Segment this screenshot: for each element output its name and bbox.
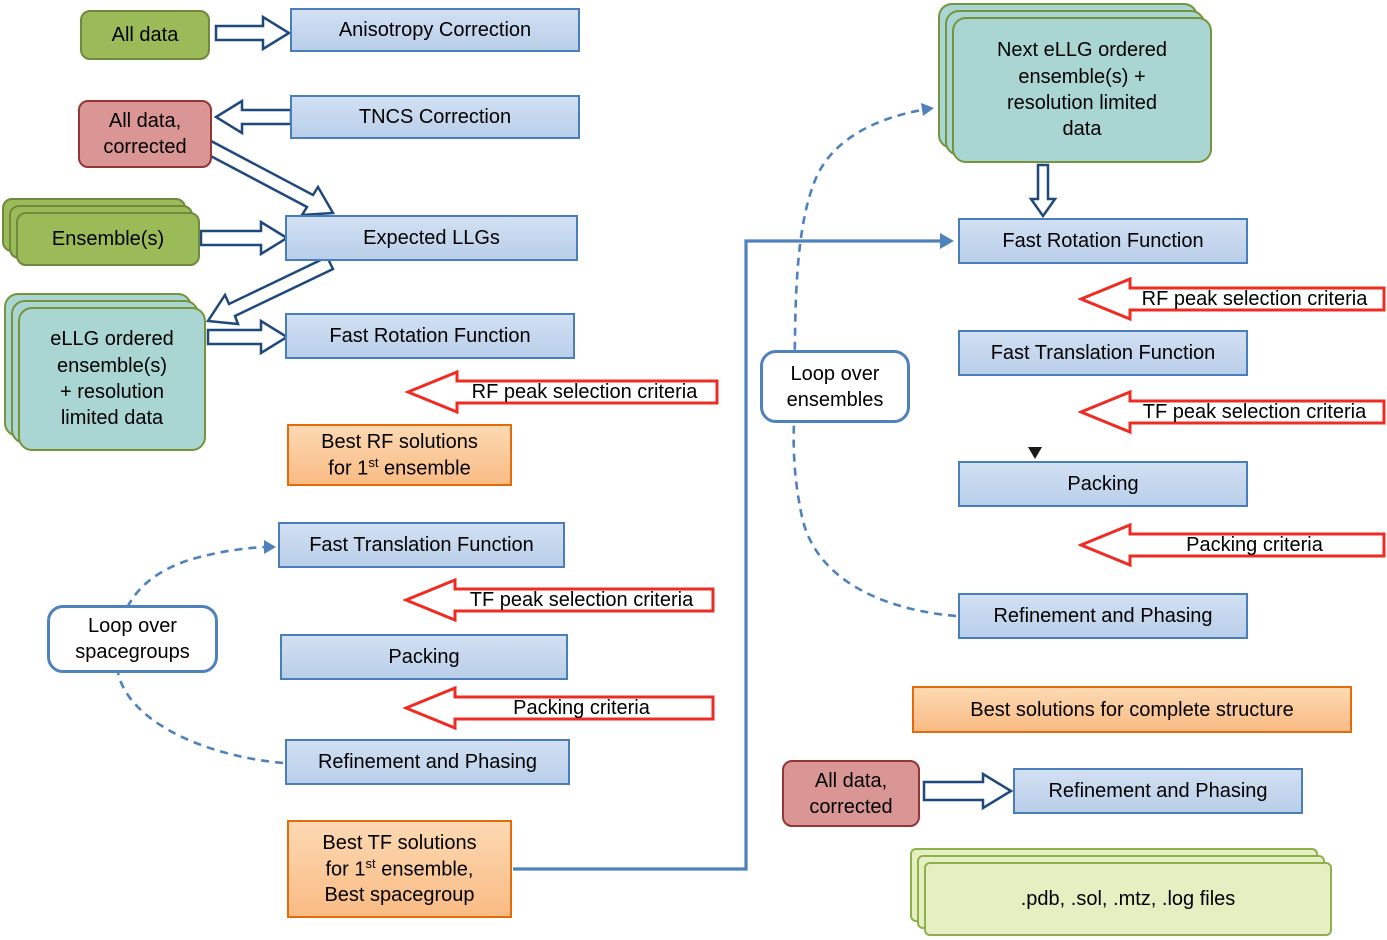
node-packing-right-label: Packing: [1067, 473, 1139, 495]
best-rf-line2a: for 1: [328, 457, 369, 480]
next-ellg-line2: ensemble(s) +: [1018, 65, 1146, 88]
next-ellg-line4: data: [1062, 118, 1102, 141]
arrow-alldata-to-anisotropy: [214, 14, 292, 52]
loop-ensembles-arrowhead: [921, 103, 934, 116]
criteria-tf-left-label: TF peak selection criteria: [469, 588, 694, 611]
criteria-tf-right-shape: [1078, 389, 1386, 435]
best-tf-line2: for 1st ensemble,: [326, 856, 474, 883]
node-ellg-ordered: eLLG ordered ensemble(s) + resolution li…: [18, 307, 206, 451]
node-anisotropy-correction: Anisotropy Correction: [290, 8, 580, 52]
arrow-tncs-to-alldatacorrected: [213, 98, 293, 136]
loop-spacegroups-arrowhead: [264, 540, 276, 554]
all-data-corrected-right-line2: corrected: [809, 795, 893, 818]
node-loop-over-spacegroups: Loop over spacegroups: [47, 605, 218, 673]
node-all-data-corrected-right: All data, corrected: [782, 760, 920, 827]
best-rf-sup: st: [368, 454, 379, 470]
criteria-tf-left: TF peak selection criteria: [403, 577, 716, 623]
node-ellg-ordered-stack: eLLG ordered ensemble(s) + resolution li…: [4, 293, 206, 451]
node-all-data-label: All data: [111, 24, 179, 46]
node-fast-translation-right-label: Fast Translation Function: [990, 342, 1216, 364]
criteria-packing-left: Packing criteria: [403, 685, 716, 731]
best-rf-line1: Best RF solutions: [321, 430, 478, 453]
node-best-solutions-label: Best solutions for complete structure: [970, 698, 1294, 721]
node-all-data: All data: [80, 10, 210, 60]
loop-spacegroups-line1: Loop over: [88, 615, 177, 637]
criteria-rf-right: RF peak selection criteria: [1078, 276, 1387, 322]
arrow-alldatacorrected-to-expectedllgs: [203, 139, 336, 217]
criteria-rf-right-shape: [1078, 276, 1386, 322]
node-fast-translation-right: Fast Translation Function: [958, 330, 1248, 376]
node-ensembles-stack: Ensemble(s): [2, 198, 200, 266]
node-output-files-label: .pdb, .sol, .mtz, .log files: [1020, 887, 1236, 910]
node-fast-rotation-left: Fast Rotation Function: [285, 313, 575, 359]
node-output-files: .pdb, .sol, .mtz, .log files: [924, 862, 1332, 936]
all-data-corrected-right-line1: All data,: [814, 769, 888, 792]
node-best-rf-solutions: Best RF solutions for 1st ensemble: [287, 424, 512, 486]
criteria-packing-right: Packing criteria: [1078, 522, 1387, 568]
node-all-data-corrected-line1: All data,: [108, 110, 182, 132]
node-refinement-final: Refinement and Phasing: [1013, 768, 1303, 814]
loop-ensembles-line2: ensembles: [786, 388, 884, 411]
criteria-rf-left-label: RF peak selection criteria: [471, 380, 698, 403]
criteria-tf-right: TF peak selection criteria: [1078, 389, 1387, 435]
arrowhead-ftf-to-packing-right: [1028, 447, 1042, 459]
node-ensembles: Ensemble(s): [16, 212, 200, 266]
criteria-packing-right-label: Packing criteria: [1186, 533, 1323, 556]
node-best-solutions-complete: Best solutions for complete structure: [912, 686, 1352, 733]
node-all-data-corrected-line2: corrected: [103, 136, 187, 158]
criteria-rf-right-label: RF peak selection criteria: [1141, 287, 1368, 310]
node-refinement-right: Refinement and Phasing: [958, 593, 1248, 639]
criteria-rf-left: RF peak selection criteria: [405, 369, 720, 415]
node-loop-over-ensembles: Loop over ensembles: [760, 350, 910, 423]
arrow-alldatacorrected-to-finalrefinement: [922, 771, 1014, 811]
node-packing-right: Packing: [958, 461, 1248, 507]
node-fast-rotation-right: Fast Rotation Function: [958, 218, 1248, 264]
node-refinement-left: Refinement and Phasing: [285, 739, 570, 785]
best-tf-line2b: ensemble,: [375, 858, 474, 881]
best-rf-line2b: ensemble: [378, 457, 471, 480]
ellg-line3: + resolution: [60, 381, 164, 403]
best-rf-line2: for 1st ensemble: [328, 455, 470, 482]
node-output-files-stack: .pdb, .sol, .mtz, .log files: [910, 848, 1332, 936]
node-packing-left: Packing: [280, 634, 568, 680]
best-tf-line1: Best TF solutions: [322, 831, 477, 854]
node-refinement-final-label: Refinement and Phasing: [1048, 780, 1268, 802]
arrow-ensembles-to-expectedllgs: [199, 219, 290, 257]
node-anisotropy-label: Anisotropy Correction: [338, 19, 532, 41]
arrow-nextellg-to-fastrotation: [1028, 163, 1058, 219]
criteria-packing-left-label: Packing criteria: [513, 696, 650, 719]
connector-besttf-arrowhead: [940, 233, 954, 249]
node-fast-translation-left-label: Fast Translation Function: [309, 534, 534, 556]
best-tf-line3: Best spacegroup: [324, 884, 475, 907]
criteria-tf-right-label: TF peak selection criteria: [1142, 400, 1367, 423]
node-tncs-label: TNCS Correction: [358, 106, 512, 128]
loop-spacegroups-line2: spacegroups: [75, 641, 190, 663]
node-next-ellg: Next eLLG ordered ensemble(s) + resoluti…: [952, 17, 1212, 163]
ellg-line1: eLLG ordered: [50, 328, 174, 351]
criteria-packing-right-shape: [1078, 522, 1386, 568]
node-fast-translation-left: Fast Translation Function: [278, 522, 565, 568]
node-expected-llgs-label: Expected LLGs: [363, 227, 500, 249]
best-tf-sup: st: [365, 855, 376, 871]
node-tncs-correction: TNCS Correction: [290, 95, 580, 139]
ellg-line4: limited data: [60, 407, 164, 430]
node-next-ellg-stack: Next eLLG ordered ensemble(s) + resoluti…: [938, 3, 1212, 163]
arrow-ellg-to-fastrotation: [206, 318, 290, 356]
node-fast-rotation-left-label: Fast Rotation Function: [329, 325, 531, 347]
best-tf-line2a: for 1: [325, 858, 366, 881]
next-ellg-line3: resolution limited: [1006, 92, 1158, 114]
node-best-tf-solutions: Best TF solutions for 1st ensemble, Best…: [287, 820, 512, 918]
node-packing-left-label: Packing: [388, 646, 460, 668]
node-ensembles-label: Ensemble(s): [51, 227, 165, 250]
node-expected-llgs: Expected LLGs: [285, 215, 578, 261]
node-refinement-right-label: Refinement and Phasing: [993, 605, 1213, 627]
loop-ensembles-line1: Loop over: [790, 362, 880, 385]
node-refinement-left-label: Refinement and Phasing: [317, 751, 538, 773]
node-fast-rotation-right-label: Fast Rotation Function: [1002, 230, 1204, 252]
next-ellg-line1: Next eLLG ordered: [996, 39, 1168, 62]
node-all-data-corrected: All data, corrected: [78, 100, 212, 168]
ellg-line2: ensemble(s): [56, 354, 168, 377]
